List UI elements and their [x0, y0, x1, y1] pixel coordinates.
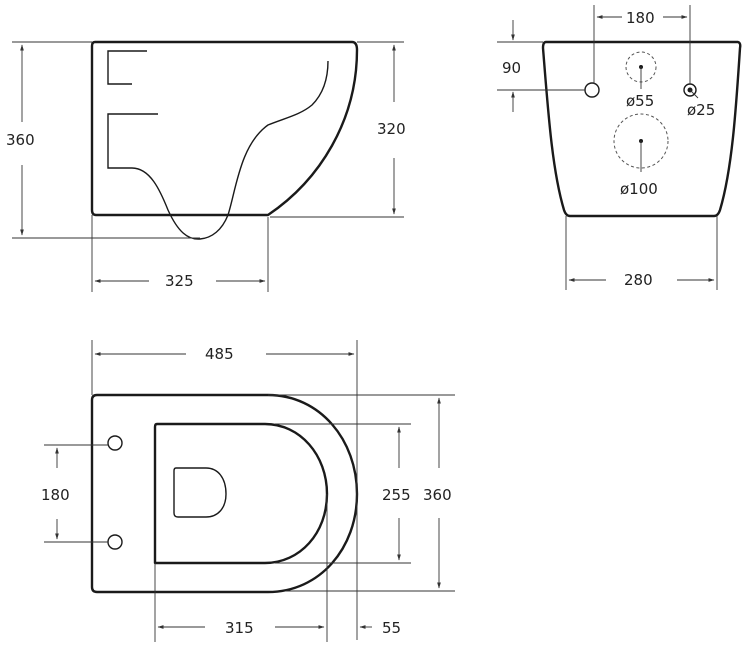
top-bolt-spacing-label: 180	[41, 486, 70, 504]
side-view-bracket-upper	[107, 50, 147, 85]
top-total-width-label: 360	[423, 486, 452, 504]
outlet-hole-dashed	[613, 113, 669, 169]
side-view: 360 320 325	[6, 40, 406, 292]
top-total-length-label: 485	[205, 345, 234, 363]
side-total-height-label: 360	[6, 131, 35, 149]
side-view-outline	[90, 40, 359, 217]
outlet-diameter-label: ø100	[620, 180, 658, 198]
top-view-outline	[90, 393, 359, 594]
top-seat-length-label: 315	[225, 619, 254, 637]
seat-outline	[153, 422, 329, 565]
bolt-leader	[689, 89, 699, 99]
top-seat-width-label: 255	[382, 486, 411, 504]
bolt-hole-left	[584, 82, 600, 98]
back-bottom-width-label: 280	[624, 271, 653, 289]
bowl-opening	[173, 467, 227, 518]
side-view-bracket-lower	[107, 113, 158, 169]
top-view: 485 180 255 360 315 55	[41, 340, 455, 642]
back-inlet-offset-label: 90	[502, 59, 521, 77]
side-view-trap-curve	[131, 60, 329, 240]
back-view: ø55 ø100 ø25 180 90 280	[497, 5, 742, 290]
inlet-diameter-label: ø55	[626, 92, 654, 110]
bolt-hole-top	[107, 435, 123, 451]
top-rim-offset-label: 55	[382, 619, 401, 637]
back-view-outline	[541, 40, 742, 218]
bolt-diameter-label: ø25	[687, 101, 715, 119]
side-bowl-height-label: 320	[377, 120, 406, 138]
back-bolt-spacing-label: 180	[626, 9, 655, 27]
bolt-hole-bottom	[107, 534, 123, 550]
side-base-length-label: 325	[165, 272, 194, 290]
